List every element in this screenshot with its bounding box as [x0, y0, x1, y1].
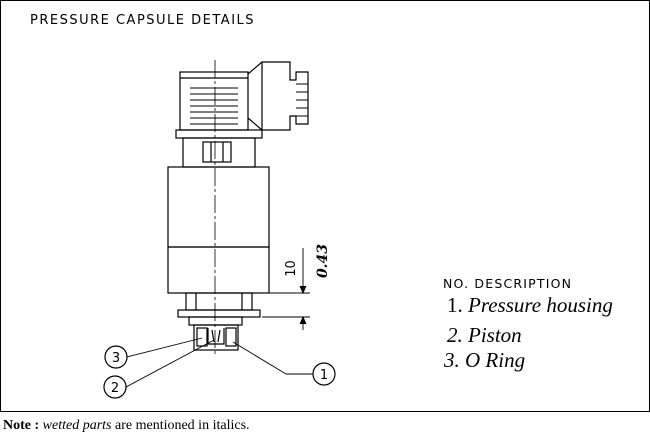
dimension-inch: 0.43: [315, 243, 332, 279]
legend-item-3-num: 3.: [444, 348, 460, 372]
footnote-rest: are mentioned in italics.: [115, 418, 250, 433]
footnote-emphasis: wetted parts: [42, 418, 112, 433]
legend-item-1-label: Pressure housing: [468, 293, 613, 317]
legend-item-1-num: 1.: [447, 293, 463, 317]
legend-header: NO. DESCRIPTION: [443, 276, 573, 291]
lower-body: [167, 246, 270, 294]
flange: [177, 309, 261, 318]
callout-circle-1: [312, 362, 336, 386]
callout-leaders: [125, 337, 313, 388]
callout-3-label: 3: [112, 351, 120, 366]
footnote: Note : wetted parts are mentioned in ita…: [3, 418, 250, 434]
dimension-mm: 10: [283, 260, 299, 277]
drawing-title: PRESSURE CAPSULE DETAILS: [30, 13, 256, 28]
legend-item-3-label: O Ring: [465, 348, 526, 372]
legend-item-3: 3. O Ring: [444, 348, 525, 373]
connector-head: [179, 71, 249, 131]
callout-circle-3: [104, 345, 128, 369]
main-body: [167, 166, 270, 248]
pressure-port: [188, 316, 243, 326]
legend-item-2: 2. Piston: [447, 323, 522, 348]
collar: [175, 129, 263, 139]
legend-item-2-num: 2.: [447, 323, 463, 347]
footnote-prefix: Note :: [3, 418, 40, 433]
callout-circle-2: [103, 375, 127, 399]
dimension-lines: [260, 248, 310, 330]
callout-2-label: 2: [111, 381, 119, 396]
connector-vents: [190, 87, 238, 125]
cable-gland: [247, 61, 309, 131]
legend-item-1: 1. Pressure housing: [447, 293, 613, 318]
drawing-frame: [0, 0, 650, 412]
legend-item-2-label: Piston: [468, 323, 522, 347]
callout-1-label: 1: [320, 368, 328, 383]
